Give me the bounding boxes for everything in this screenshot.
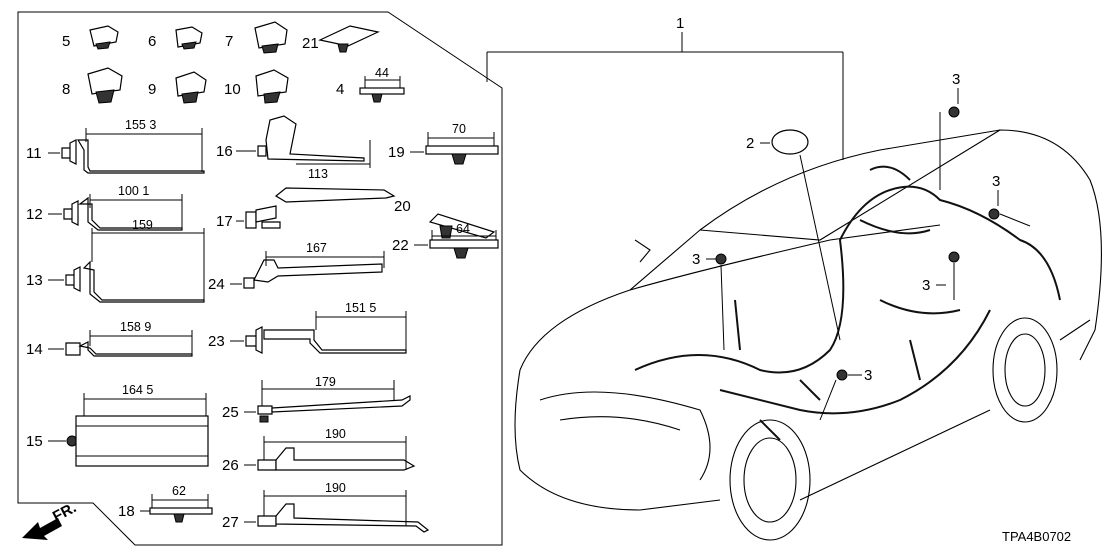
svg-text:158 9: 158 9	[120, 320, 151, 334]
svg-text:167: 167	[306, 241, 327, 255]
part-7[interactable]: 7	[225, 21, 288, 54]
svg-text:151 5: 151 5	[345, 301, 376, 315]
svg-text:8: 8	[62, 81, 70, 98]
svg-text:164 5: 164 5	[122, 383, 153, 397]
svg-text:17: 17	[216, 213, 233, 230]
svg-text:7: 7	[225, 33, 233, 50]
diagram-code: TPA4B0702	[1002, 529, 1071, 544]
part-12[interactable]: 12 100 1	[26, 184, 183, 231]
svg-text:64: 64	[456, 222, 470, 236]
part-3-bolt-d[interactable]: 3	[922, 251, 960, 300]
part-20[interactable]: 20	[394, 198, 496, 239]
svg-text:159: 159	[132, 218, 153, 232]
svg-text:5: 5	[62, 33, 70, 50]
part-3-bolt-e[interactable]: 3	[819, 367, 872, 421]
svg-text:18: 18	[118, 503, 135, 520]
svg-text:21: 21	[302, 35, 319, 52]
svg-text:3: 3	[952, 71, 960, 88]
parts-panel-border	[17, 11, 503, 546]
svg-text:190: 190	[325, 427, 346, 441]
part-3-bolt-b[interactable]: 3	[988, 173, 1031, 227]
part-21[interactable]: 21	[302, 25, 380, 53]
svg-text:23: 23	[208, 333, 225, 350]
svg-text:10: 10	[224, 81, 241, 98]
svg-text:12: 12	[26, 206, 43, 223]
front-direction-indicator: FR.	[22, 499, 79, 540]
part-2[interactable]: 2	[746, 129, 841, 341]
svg-text:16: 16	[216, 143, 233, 160]
part-24[interactable]: 24 167	[208, 241, 385, 293]
part-27[interactable]: 27 190	[222, 481, 430, 533]
part-22[interactable]: 22 64	[392, 222, 499, 259]
wire-harness	[634, 165, 1061, 441]
svg-text:27: 27	[222, 514, 239, 531]
svg-text:3: 3	[992, 173, 1000, 190]
part-5[interactable]: 5	[62, 25, 119, 50]
svg-text:155 3: 155 3	[125, 118, 156, 132]
part-15[interactable]: 15 164 5	[26, 383, 209, 467]
svg-text:24: 24	[208, 276, 225, 293]
svg-text:15: 15	[26, 433, 43, 450]
svg-text:14: 14	[26, 341, 43, 358]
svg-text:2: 2	[746, 135, 754, 152]
part-13[interactable]: 13 159	[26, 218, 205, 303]
svg-text:3: 3	[864, 367, 872, 384]
part-25[interactable]: 25 179	[222, 375, 411, 423]
part-10[interactable]: 10	[224, 69, 289, 104]
svg-text:19: 19	[388, 144, 405, 161]
svg-text:22: 22	[392, 237, 409, 254]
svg-text:3: 3	[692, 251, 700, 268]
svg-text:9: 9	[148, 81, 156, 98]
part-16[interactable]: 16 113	[216, 115, 371, 181]
svg-text:3: 3	[922, 277, 930, 294]
part-18[interactable]: 18 62	[118, 484, 213, 523]
svg-text:44: 44	[375, 66, 389, 80]
svg-text:26: 26	[222, 457, 239, 474]
part-3-bolt-c[interactable]: 3	[692, 251, 727, 351]
svg-text:70: 70	[452, 122, 466, 136]
part-4[interactable]: 4 44	[336, 66, 405, 103]
part-23[interactable]: 23 151 5	[208, 301, 407, 354]
part-26[interactable]: 26 190	[222, 427, 416, 474]
svg-text:113: 113	[308, 167, 328, 181]
part-8[interactable]: 8	[62, 67, 123, 104]
front-arrow-icon	[22, 518, 62, 540]
part-17[interactable]: 17	[216, 187, 396, 230]
part-6[interactable]: 6	[148, 26, 203, 50]
svg-text:62: 62	[172, 484, 186, 498]
part-14[interactable]: 14 158 9	[26, 320, 193, 358]
part-1-leader: 1	[486, 15, 844, 160]
svg-text:179: 179	[315, 375, 336, 389]
part-9[interactable]: 9	[148, 71, 207, 104]
svg-text:13: 13	[26, 272, 43, 289]
svg-text:100 1: 100 1	[118, 184, 149, 198]
svg-text:20: 20	[394, 198, 411, 215]
svg-text:25: 25	[222, 404, 239, 421]
part-3-bolt-a[interactable]: 3	[939, 71, 960, 190]
svg-text:1: 1	[676, 15, 684, 32]
svg-text:11: 11	[26, 145, 42, 162]
part-11[interactable]: 11 155 3	[26, 118, 205, 174]
part-19[interactable]: 19 70	[388, 122, 499, 165]
svg-text:190: 190	[325, 481, 346, 495]
svg-text:6: 6	[148, 33, 156, 50]
svg-text:4: 4	[336, 81, 344, 98]
